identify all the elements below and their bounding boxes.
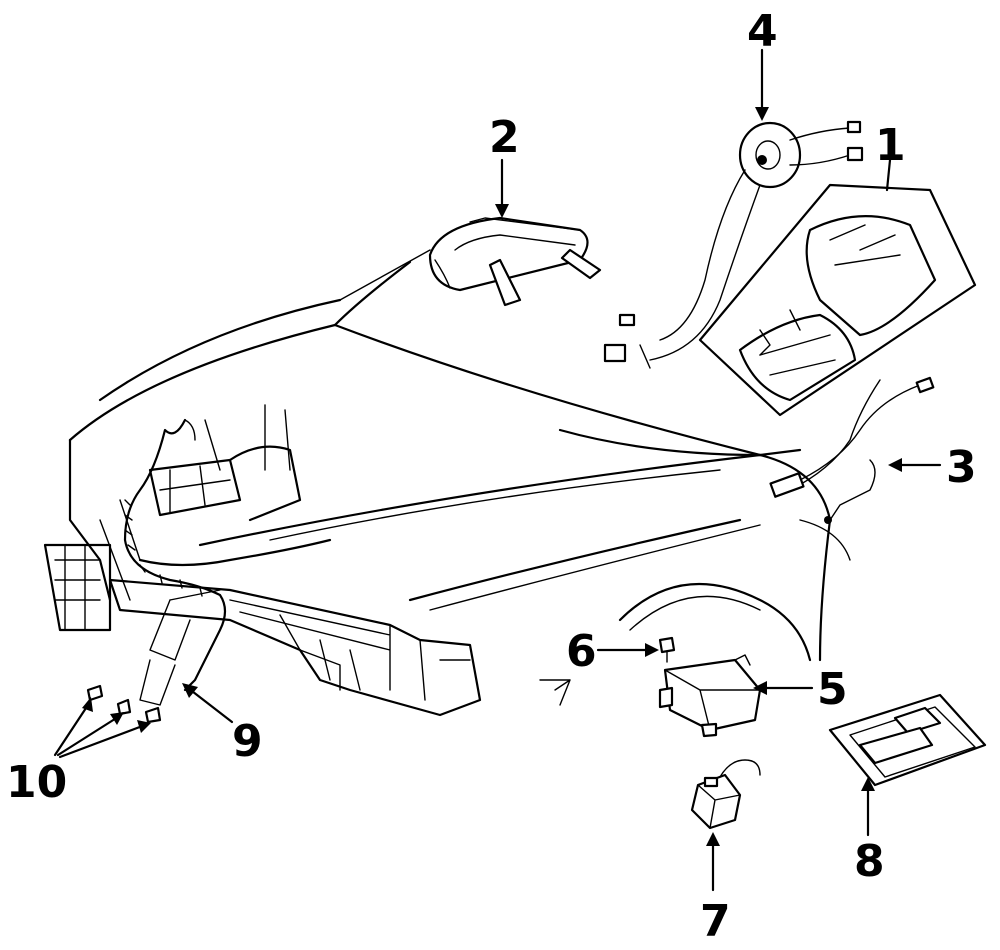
callout-6: 6 — [566, 626, 597, 677]
callout-8: 8 — [854, 836, 885, 887]
callout-9: 9 — [232, 716, 263, 767]
passenger-airbag-part — [428, 216, 602, 307]
control-module-part — [658, 654, 762, 738]
front-harness-part — [123, 418, 227, 706]
driver-airbag-part — [698, 183, 977, 417]
callout-1: 1 — [875, 120, 906, 171]
callout-4: 4 — [747, 6, 778, 57]
impact-sensor-part — [690, 759, 761, 830]
bolt-part — [658, 636, 676, 663]
wire-harness-part — [769, 376, 935, 524]
callout-2: 2 — [489, 112, 520, 163]
callout-7: 7 — [700, 896, 731, 945]
vehicle-outline — [43, 249, 851, 717]
callout-arrows — [53, 48, 942, 892]
label-plate-part — [828, 693, 987, 787]
callout-3: 3 — [946, 442, 977, 493]
fasteners-part — [86, 684, 162, 724]
clockspring-part — [603, 120, 864, 369]
callout-5: 5 — [817, 664, 848, 715]
callout-10: 10 — [6, 757, 67, 808]
